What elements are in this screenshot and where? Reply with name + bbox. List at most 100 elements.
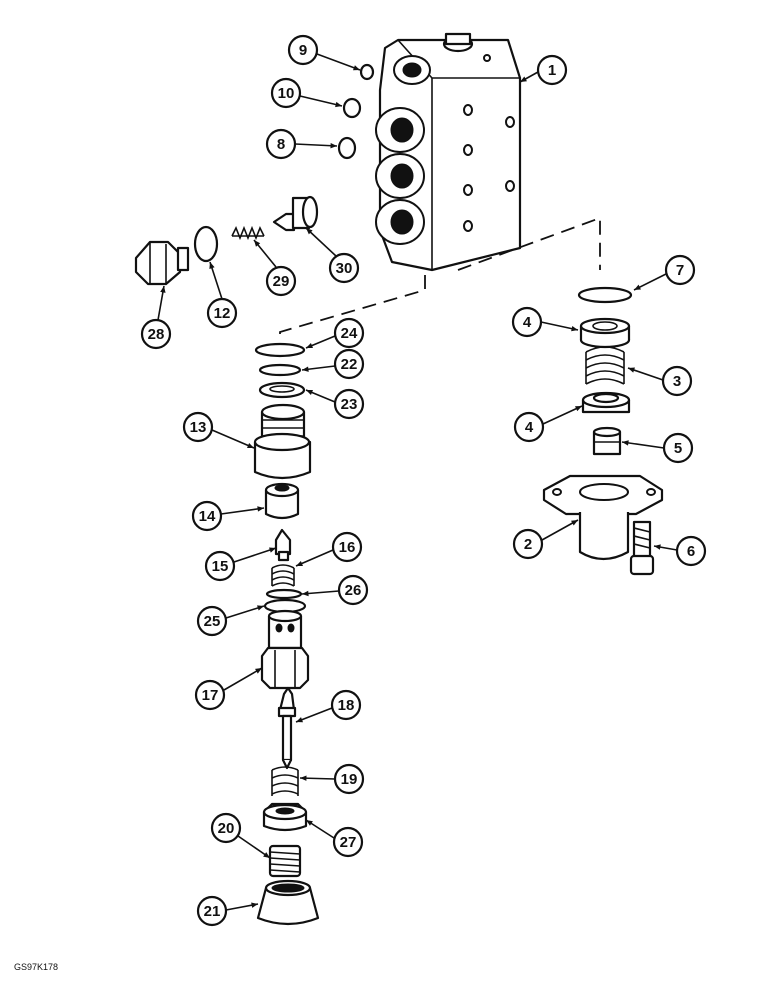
callout-1: 1 [519, 54, 568, 86]
callout-arrowhead [251, 902, 258, 908]
callout-arrowhead [296, 560, 303, 566]
callout-17: 17 [194, 667, 263, 711]
callout-label: 3 [673, 373, 681, 390]
callout-label: 4 [525, 419, 534, 436]
callout-circle [333, 317, 365, 349]
callout-arrowhead [247, 442, 254, 448]
callout-label: 12 [214, 305, 231, 322]
callout-circle [196, 895, 228, 927]
spring-29 [231, 225, 265, 241]
callout-leader [621, 441, 665, 449]
callout-arrowhead [255, 668, 262, 674]
seat-17 [260, 609, 310, 690]
callout-circle [330, 689, 362, 721]
callout-circle [265, 265, 297, 297]
callout-circle [194, 679, 226, 711]
poppet-30 [272, 195, 319, 232]
callout-label: 24 [341, 325, 358, 342]
callout-circle [662, 432, 694, 464]
callout-arrowhead [306, 343, 313, 349]
callout-circle [333, 348, 365, 380]
callout-10: 10 [270, 77, 343, 109]
callout-label: 7 [676, 262, 684, 279]
callout-8: 8 [265, 128, 338, 160]
callout-arrowhead [300, 775, 307, 781]
callout-circle [191, 500, 223, 532]
o-ring-24 [254, 342, 306, 358]
callout-arrowhead [257, 605, 264, 611]
callout-arrowhead [263, 852, 270, 858]
spring-seat-lower [581, 391, 631, 414]
callout-leader [233, 547, 277, 563]
callout-label: 25 [204, 613, 221, 630]
callout-23: 23 [305, 388, 365, 420]
callout-circle [206, 297, 238, 329]
callout-arrowhead [302, 366, 309, 372]
callout-13: 13 [182, 411, 255, 449]
callout-2: 2 [512, 519, 579, 560]
callout-25: 25 [196, 605, 265, 637]
callout-circle [270, 77, 302, 109]
callout-arrowhead [335, 101, 342, 108]
callout-label: 23 [341, 396, 358, 413]
poppet-15 [274, 528, 292, 562]
callout-arrowhead [269, 547, 276, 553]
callout-label: 4 [523, 314, 532, 331]
spring-16 [271, 564, 295, 587]
callout-5: 5 [621, 432, 694, 464]
callout-arrowhead [306, 389, 313, 395]
callout-6: 6 [653, 535, 707, 567]
plug [134, 240, 190, 286]
callout-circle [265, 128, 297, 160]
callout-label: 1 [548, 62, 556, 79]
callout-28: 28 [140, 285, 172, 350]
callout-4b: 4 [513, 405, 583, 443]
o-ring-26 [265, 588, 303, 600]
callout-arrowhead [306, 820, 313, 826]
callout-arrowhead [254, 240, 261, 247]
callout-circle [331, 531, 363, 563]
callout-label: 17 [202, 687, 219, 704]
callout-label: 6 [687, 543, 695, 560]
callout-arrowhead [209, 262, 215, 269]
callout-arrowhead [257, 506, 264, 512]
callout-label: 26 [345, 582, 362, 599]
o-ring-8 [337, 136, 357, 160]
cap-screw-6 [629, 520, 655, 576]
sleeve-14 [264, 482, 300, 520]
cover-flange-2 [542, 474, 664, 561]
callout-arrowhead [302, 590, 309, 597]
callout-circle [182, 411, 214, 443]
washer-23 [258, 381, 306, 399]
callout-label: 16 [339, 539, 356, 556]
callout-circle [664, 254, 696, 286]
callout-leader [211, 429, 255, 449]
callout-arrowhead [628, 367, 635, 373]
callout-circle [337, 574, 369, 606]
callout-label: 20 [218, 820, 235, 837]
callout-leader [294, 143, 338, 147]
callout-circle [210, 812, 242, 844]
callout-16: 16 [295, 531, 363, 567]
callout-label: 13 [190, 419, 207, 436]
callout-9: 9 [287, 34, 361, 71]
callout-circle [287, 34, 319, 66]
callout-circle [512, 528, 544, 560]
valve-body [375, 32, 522, 272]
callout-label: 8 [277, 136, 285, 153]
callout-19: 19 [299, 763, 365, 795]
callout-label: 19 [341, 771, 358, 788]
callout-circle [196, 605, 228, 637]
callout-circle [333, 763, 365, 795]
callout-arrowhead [571, 325, 578, 332]
callout-3: 3 [627, 365, 693, 397]
callout-18: 18 [295, 689, 362, 723]
callout-circle [204, 550, 236, 582]
callout-arrowhead [296, 717, 303, 723]
callout-label: 22 [341, 356, 358, 373]
callout-14: 14 [191, 500, 265, 532]
callout-leader [541, 519, 579, 541]
spring-seat-upper [579, 317, 631, 349]
cap-21 [256, 879, 320, 926]
